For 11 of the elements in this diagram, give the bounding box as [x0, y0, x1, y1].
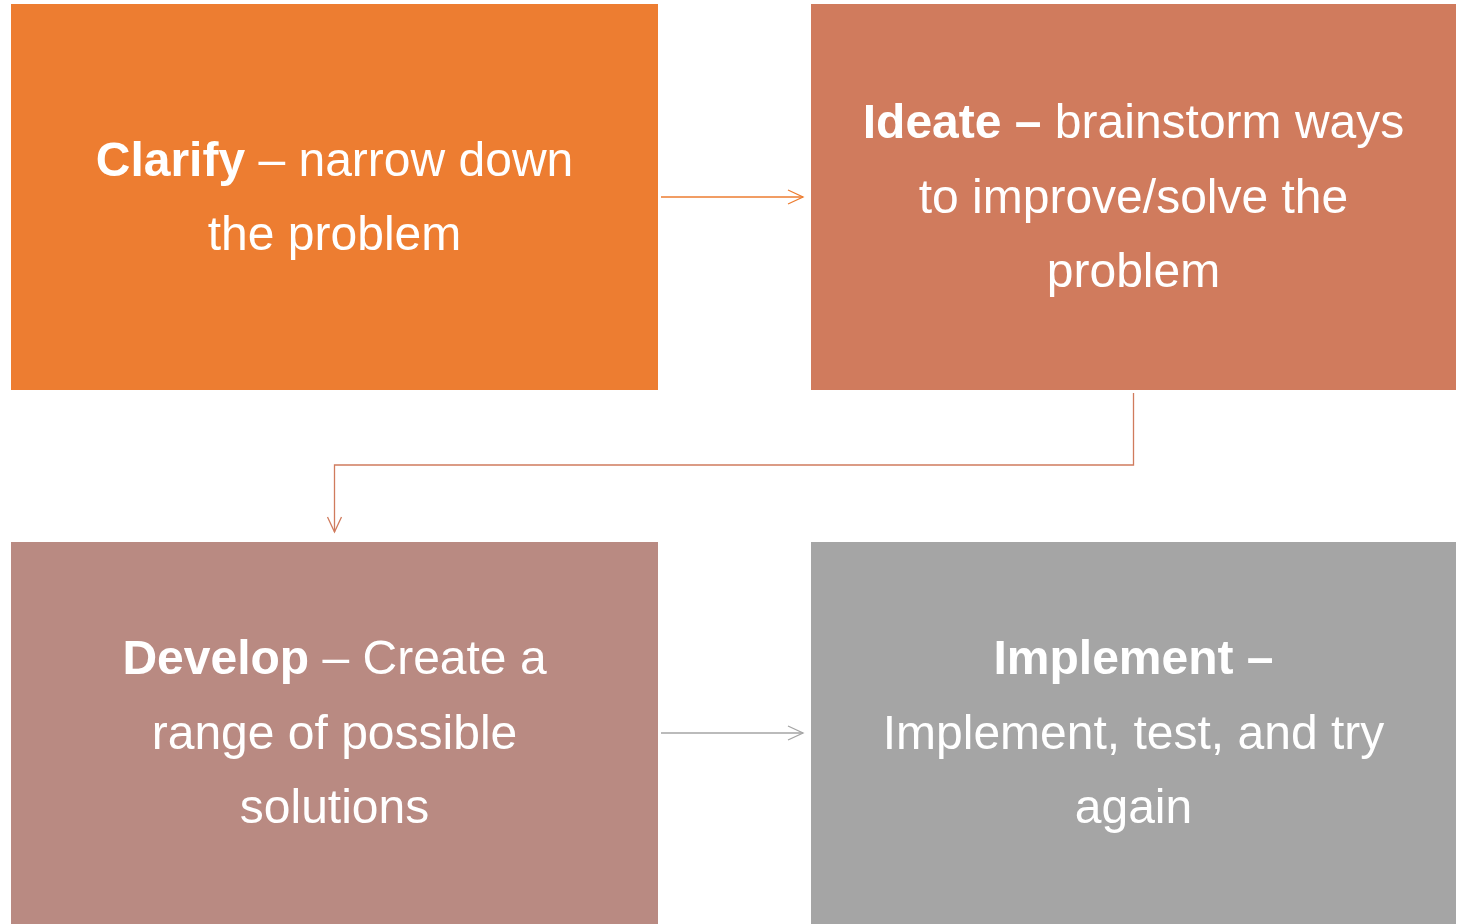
arrow	[326, 392, 1135, 533]
process-box	[811, 542, 1456, 924]
arrow	[660, 725, 804, 741]
step-text: Clarify – narrow down the problem	[94, 131, 575, 262]
step-text: Ideate – brainstorm ways to improve/solve the problem	[861, 94, 1406, 300]
process-box	[11, 542, 658, 924]
process-box	[11, 4, 658, 390]
step-text: Implement – Implement, test, and try again	[881, 630, 1386, 836]
step-text: Develop – Create a range of possible solutions	[121, 630, 548, 836]
process-box	[811, 4, 1456, 390]
arrow	[660, 189, 804, 205]
